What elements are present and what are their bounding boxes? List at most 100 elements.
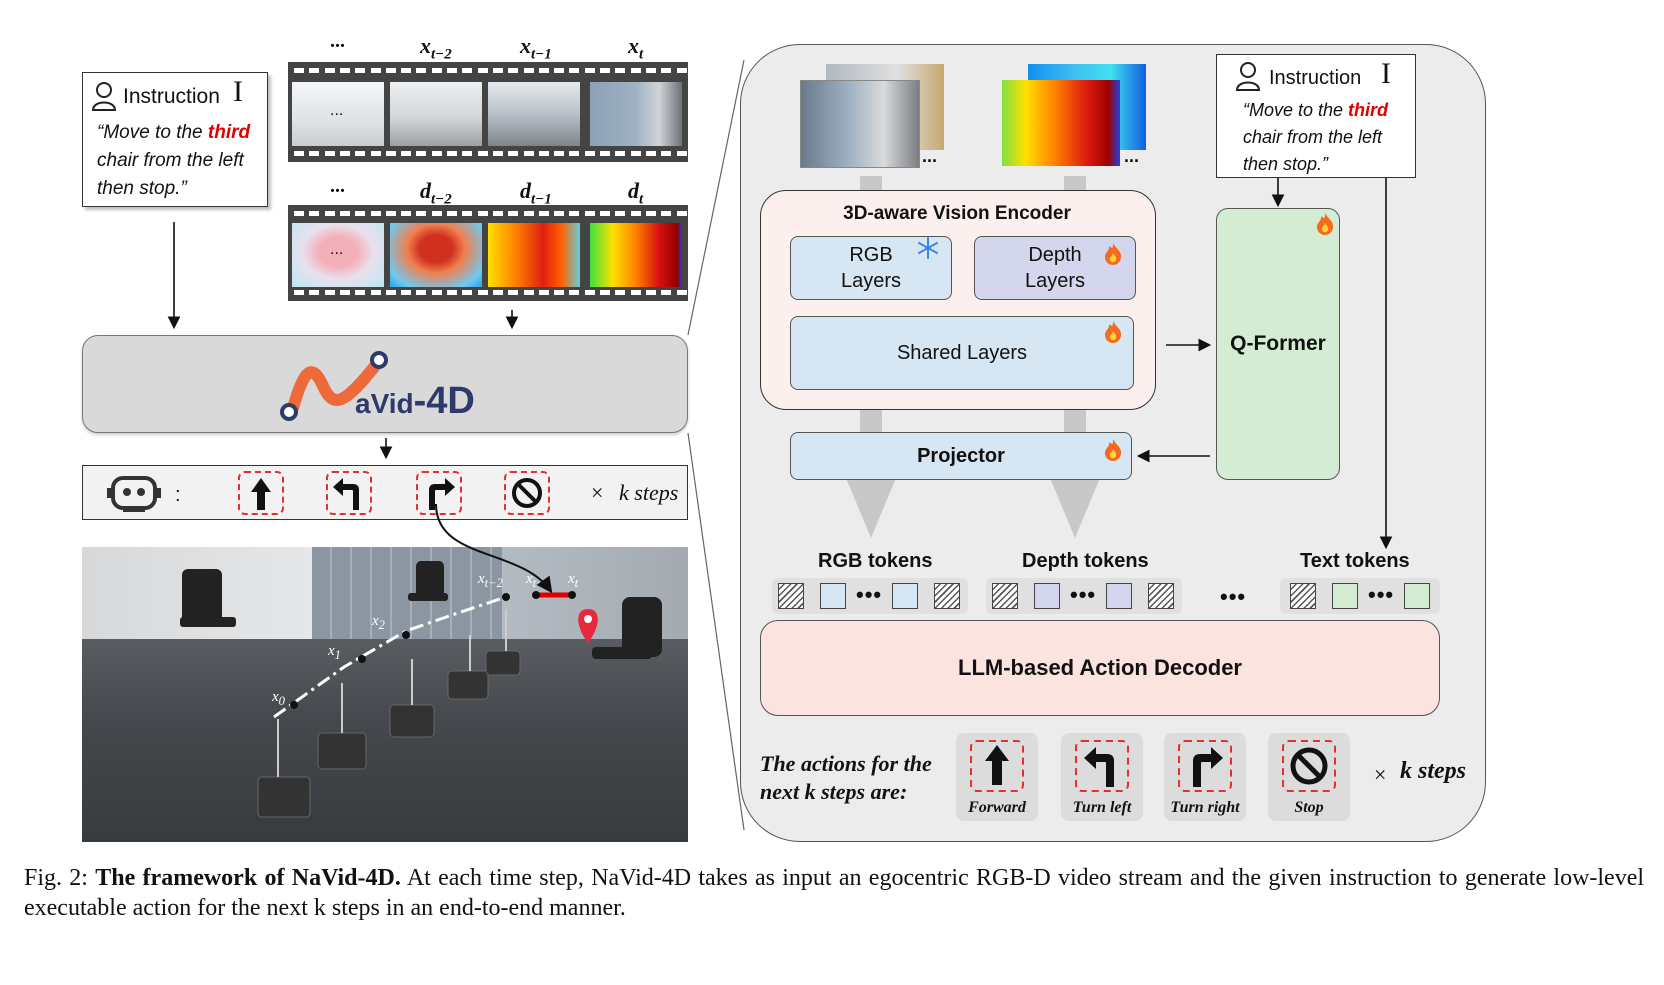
depth-frame-3 bbox=[590, 223, 682, 287]
film-sprocket bbox=[294, 290, 304, 295]
film-sprocket bbox=[569, 211, 580, 216]
film-sprocket bbox=[370, 290, 381, 295]
user-icon bbox=[1235, 62, 1261, 91]
film-sprocket bbox=[523, 290, 534, 295]
film-sprocket bbox=[416, 290, 427, 295]
projector-label: Projector bbox=[917, 445, 1005, 467]
film-sprocket bbox=[661, 211, 672, 216]
film-sprocket bbox=[385, 68, 396, 73]
rgb-label-2: xt−1 bbox=[520, 33, 552, 63]
film-sprocket bbox=[569, 290, 580, 295]
right-panel-arrows bbox=[1136, 178, 1393, 550]
film-sprocket bbox=[645, 290, 656, 295]
film-sprocket bbox=[339, 290, 350, 295]
depth-frame-0: ... bbox=[292, 223, 384, 287]
rgb-label-3: xt bbox=[628, 33, 644, 63]
depth-label-2: dt−1 bbox=[520, 178, 552, 208]
film-sprocket bbox=[523, 151, 534, 156]
waypoint-x0: x0 bbox=[272, 689, 285, 708]
film-sprocket bbox=[477, 211, 488, 216]
flame-icon bbox=[1105, 243, 1122, 265]
action-forward-label: Forward bbox=[968, 799, 1026, 816]
left-arrows bbox=[167, 222, 519, 460]
film-sprocket bbox=[630, 211, 641, 216]
rgb-token-strip: ••• bbox=[772, 578, 968, 614]
waypoint-x1: x1 bbox=[328, 643, 341, 662]
film-sprocket bbox=[309, 151, 320, 156]
actions-times: × bbox=[1374, 762, 1387, 787]
film-sprocket bbox=[401, 290, 412, 295]
rgb-frame-3 bbox=[590, 82, 682, 146]
caption-title: The framework of NaVid-4D. bbox=[95, 865, 401, 891]
film-sprocket bbox=[309, 211, 320, 216]
figure-caption: Fig. 2: The framework of NaVid-4D. At ea… bbox=[24, 863, 1644, 923]
film-sprocket bbox=[554, 290, 565, 295]
film-sprocket bbox=[584, 68, 595, 73]
film-sprocket bbox=[538, 68, 549, 73]
instruction-symbol: I bbox=[233, 75, 243, 108]
film-sprocket bbox=[355, 211, 366, 216]
film-sprocket bbox=[523, 68, 534, 73]
film-sprocket bbox=[554, 68, 565, 73]
film-sprocket bbox=[294, 151, 304, 156]
film-sprocket bbox=[538, 151, 549, 156]
film-sprocket bbox=[416, 151, 427, 156]
film-sprocket bbox=[401, 151, 412, 156]
depth-layers-label: Depth Layers bbox=[1024, 244, 1086, 292]
film-sprocket bbox=[645, 68, 656, 73]
film-sprocket bbox=[477, 68, 488, 73]
gray-flow-heads bbox=[846, 478, 1100, 538]
rgb-label-1: xt−2 bbox=[420, 33, 452, 63]
film-sprocket bbox=[309, 290, 320, 295]
film-sprocket bbox=[676, 211, 687, 216]
film-sprocket bbox=[584, 211, 595, 216]
waypoint-xt: xt bbox=[568, 571, 579, 590]
film-sprocket bbox=[462, 68, 473, 73]
film-sprocket bbox=[477, 290, 488, 295]
flame-icon bbox=[1105, 439, 1122, 461]
film-sprocket bbox=[462, 211, 473, 216]
film-sprocket bbox=[600, 151, 610, 156]
turn-left-icon bbox=[1075, 740, 1129, 792]
text-token-dots: ••• bbox=[1368, 582, 1395, 607]
film-sprocket bbox=[355, 290, 366, 295]
depth-token bbox=[1034, 583, 1060, 609]
depth-token-special bbox=[992, 583, 1018, 609]
rgb-frame-0-text: ... bbox=[330, 102, 344, 119]
film-sprocket bbox=[447, 68, 457, 73]
depth-tokens-label: Depth tokens bbox=[1022, 550, 1149, 572]
film-sprocket bbox=[324, 68, 335, 73]
depth-frame-1 bbox=[390, 223, 482, 287]
film-sprocket bbox=[569, 151, 580, 156]
film-sprocket bbox=[431, 68, 442, 73]
instruction-quote: “Move to the third chair from the left t… bbox=[97, 122, 251, 199]
film-sprocket bbox=[355, 151, 366, 156]
rgb-token-dots: ••• bbox=[856, 582, 883, 607]
film-sprocket bbox=[584, 151, 595, 156]
film-sprocket bbox=[661, 290, 672, 295]
action-turn-left-label: Turn left bbox=[1072, 799, 1132, 816]
stop-icon bbox=[1282, 740, 1336, 792]
zoom-lines bbox=[687, 59, 745, 831]
film-sprocket bbox=[508, 211, 519, 216]
film-sprocket bbox=[645, 211, 656, 216]
film-sprocket bbox=[492, 68, 503, 73]
depth-label-1: dt−2 bbox=[420, 178, 452, 208]
film-sprocket bbox=[339, 151, 350, 156]
action-stop-card: Stop bbox=[1268, 733, 1350, 821]
instruction-right-symbol: I bbox=[1381, 57, 1391, 90]
forward-arrow-icon bbox=[238, 471, 284, 515]
film-sprocket bbox=[508, 151, 519, 156]
action-to-scene-arrow bbox=[435, 503, 553, 594]
film-sprocket bbox=[492, 151, 503, 156]
stop-icon bbox=[504, 471, 550, 515]
film-sprocket bbox=[431, 151, 442, 156]
action-bar-times: × bbox=[591, 480, 604, 505]
film-sprocket bbox=[385, 290, 396, 295]
depth-token-dots: ••• bbox=[1070, 582, 1097, 607]
forward-arrow-icon bbox=[970, 740, 1024, 792]
film-sprocket bbox=[370, 151, 381, 156]
scene-photo: x0 x1 x2 xt−2 xt− xt bbox=[82, 547, 688, 842]
depth-label-0: ... bbox=[330, 175, 345, 197]
film-sprocket bbox=[600, 290, 610, 295]
